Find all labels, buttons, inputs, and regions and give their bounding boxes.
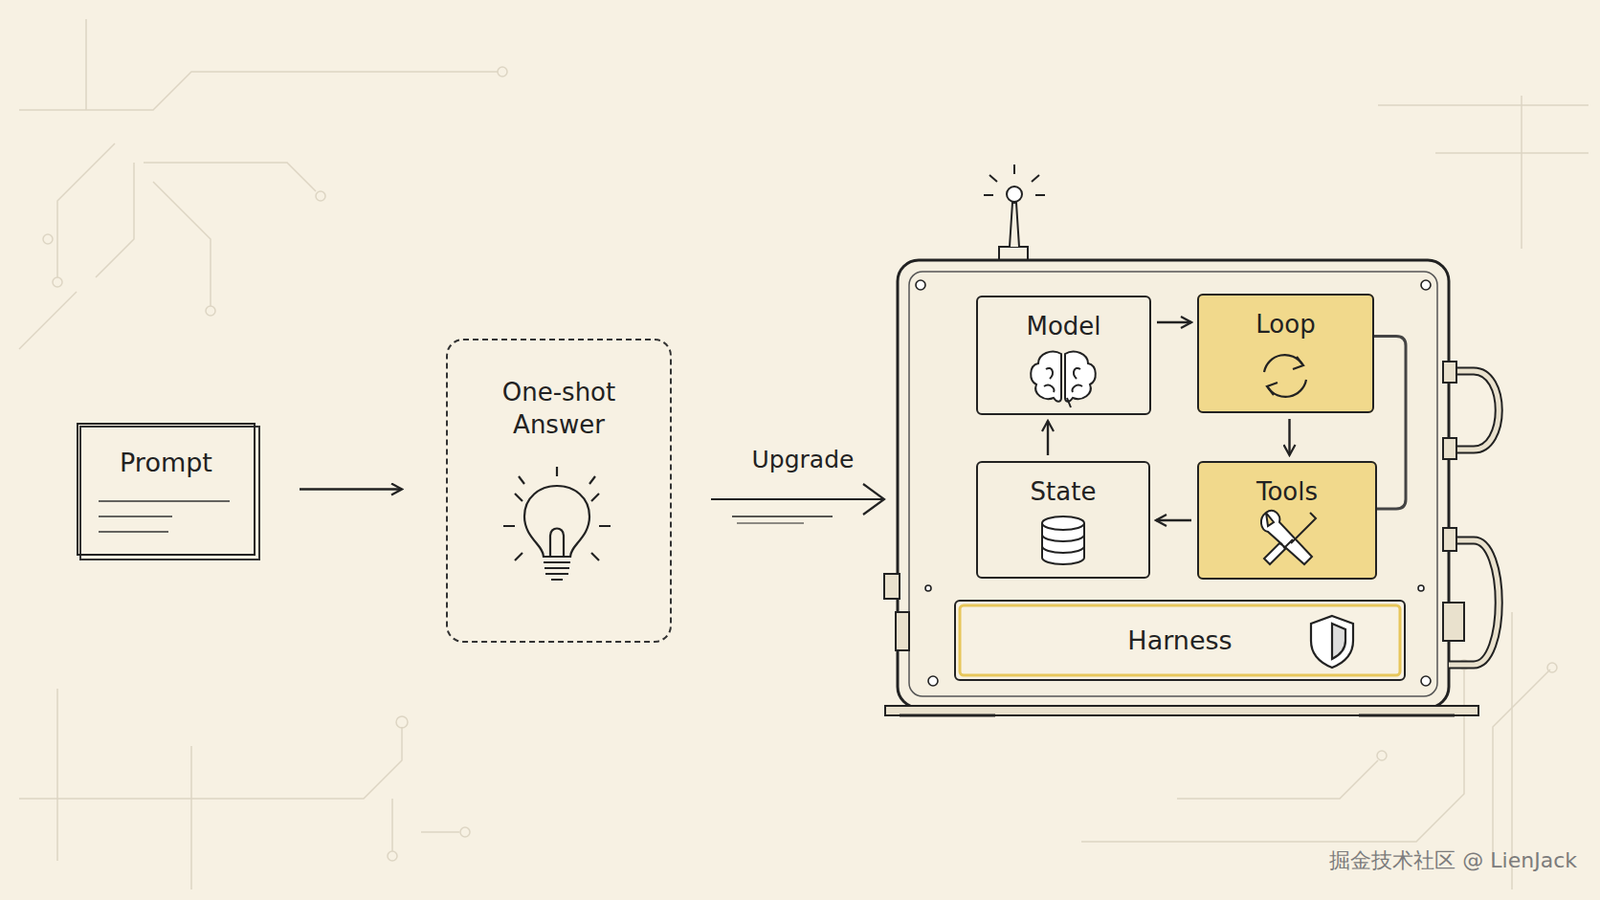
harness-band: Harness [954,600,1406,682]
answer-box: One-shot Answer [445,338,672,644]
node-label: Prompt [119,445,213,480]
shield-icon [1311,616,1354,668]
circuit-traces [19,19,1589,890]
arrow-connector [1155,519,1192,522]
node-label: Loop [1255,309,1315,342]
loop-box: Loop [1197,293,1375,414]
refresh-icon [1264,355,1307,398]
node-label: Harness [1127,623,1232,658]
tools-box: Tools [1197,461,1378,580]
database-icon [1042,516,1085,565]
watermark: 掘金技术社区 @ LienJack [1329,846,1578,876]
tools-icon [1261,511,1316,565]
box-fills [954,293,1406,682]
card-shadow [80,426,260,560]
antenna [983,164,1045,261]
machine-housing [884,260,1499,716]
node-label: Model [1025,311,1101,344]
arrow-connector [1156,321,1192,324]
arrow-connector [1046,421,1049,456]
model-box: Model [976,295,1152,416]
prompt-lines [98,501,230,533]
pipe-connector [1374,336,1406,511]
upgrade-arrow [711,484,885,524]
upgrade-label: Upgrade [752,445,855,474]
state-box: State [976,461,1151,579]
brain-icon [1030,352,1096,408]
node-label: State [1030,476,1097,510]
prompt-card: Prompt [76,422,256,556]
node-label: One-shot Answer [477,377,641,443]
arrow-connector [299,488,402,490]
lightbulb-icon [503,466,611,580]
node-label: Tools [1256,476,1318,510]
arrow-connector [1288,419,1290,456]
